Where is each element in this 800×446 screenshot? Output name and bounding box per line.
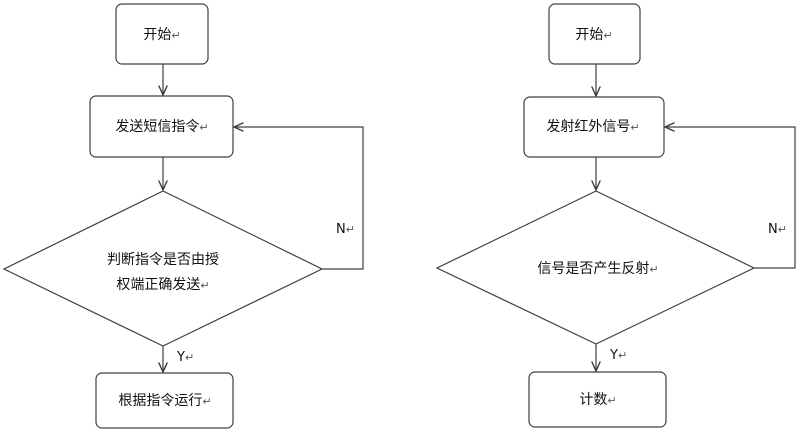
svg-text:权端正确发送↵: 权端正确发送↵ bbox=[116, 277, 209, 293]
svg-text:开始↵: 开始↵ bbox=[143, 27, 180, 43]
left-loop-back-no-path bbox=[234, 127, 364, 270]
paragraph-mark-icon: ↵ bbox=[202, 395, 211, 408]
left-send-command-label: 发送短信指令 bbox=[115, 119, 199, 135]
left-start-label: 开始 bbox=[143, 27, 171, 43]
svg-text:开始↵: 开始↵ bbox=[575, 27, 612, 43]
left-decision-label-line1: 判断指令是否由授 bbox=[107, 252, 219, 268]
paragraph-mark-icon: ↵ bbox=[618, 349, 627, 362]
right-decision-label: 信号是否产生反射 bbox=[537, 261, 649, 277]
svg-text:计数↵: 计数↵ bbox=[579, 392, 616, 408]
left-no-label-text: N↵ bbox=[336, 222, 355, 237]
left-flowchart: 开始↵ 发送短信指令↵ 判断指令是否由授 权端正确发送↵ N↵ bbox=[2, 3, 364, 429]
right-start-label: 开始 bbox=[575, 27, 603, 43]
right-flowchart: 开始↵ 发射红外信号↵ 信号是否产生反射↵ N↵ Y↵ bbox=[435, 3, 796, 428]
svg-text:发射红外信号↵: 发射红外信号↵ bbox=[546, 119, 639, 135]
right-loop-back-no-path bbox=[665, 127, 796, 269]
paragraph-mark-icon: ↵ bbox=[630, 121, 639, 134]
left-no-label: N bbox=[336, 222, 346, 237]
svg-text:根据指令运行↵: 根据指令运行↵ bbox=[118, 393, 211, 409]
svg-text:Y↵: Y↵ bbox=[176, 350, 194, 365]
paragraph-mark-icon: ↵ bbox=[199, 121, 208, 134]
right-emit-ir-label: 发射红外信号 bbox=[546, 119, 630, 135]
right-start-node: 开始↵ bbox=[548, 3, 641, 65]
paragraph-mark-icon: ↵ bbox=[607, 394, 616, 407]
paragraph-mark-icon: ↵ bbox=[185, 351, 194, 364]
svg-text:发送短信指令↵: 发送短信指令↵ bbox=[115, 119, 208, 135]
left-start-node: 开始↵ bbox=[115, 3, 209, 65]
right-yes-label: Y bbox=[609, 348, 618, 363]
paragraph-mark-icon: ↵ bbox=[603, 29, 612, 42]
paragraph-mark-icon: ↵ bbox=[649, 263, 658, 276]
left-decision-label-line2: 权端正确发送 bbox=[116, 277, 200, 293]
right-emit-ir-node: 发射红外信号↵ bbox=[523, 96, 665, 158]
paragraph-mark-icon: ↵ bbox=[778, 223, 787, 236]
right-decision-node: 信号是否产生反射↵ bbox=[435, 190, 756, 345]
right-count-label: 计数 bbox=[579, 392, 607, 408]
left-run-command-node: 根据指令运行↵ bbox=[95, 372, 234, 429]
paragraph-mark-icon: ↵ bbox=[200, 279, 209, 292]
right-no-label: N bbox=[768, 222, 778, 237]
svg-text:N↵: N↵ bbox=[768, 222, 787, 237]
left-yes-label: Y bbox=[176, 350, 185, 365]
left-run-command-label: 根据指令运行 bbox=[118, 393, 202, 409]
svg-text:Y↵: Y↵ bbox=[609, 348, 627, 363]
right-count-node: 计数↵ bbox=[528, 371, 667, 428]
left-decision-node: 判断指令是否由授 权端正确发送↵ bbox=[2, 190, 324, 347]
svg-text:信号是否产生反射↵: 信号是否产生反射↵ bbox=[537, 261, 658, 277]
left-send-command-node: 发送短信指令↵ bbox=[89, 95, 234, 158]
paragraph-mark-icon: ↵ bbox=[171, 29, 180, 42]
paragraph-mark-icon: ↵ bbox=[346, 223, 355, 236]
